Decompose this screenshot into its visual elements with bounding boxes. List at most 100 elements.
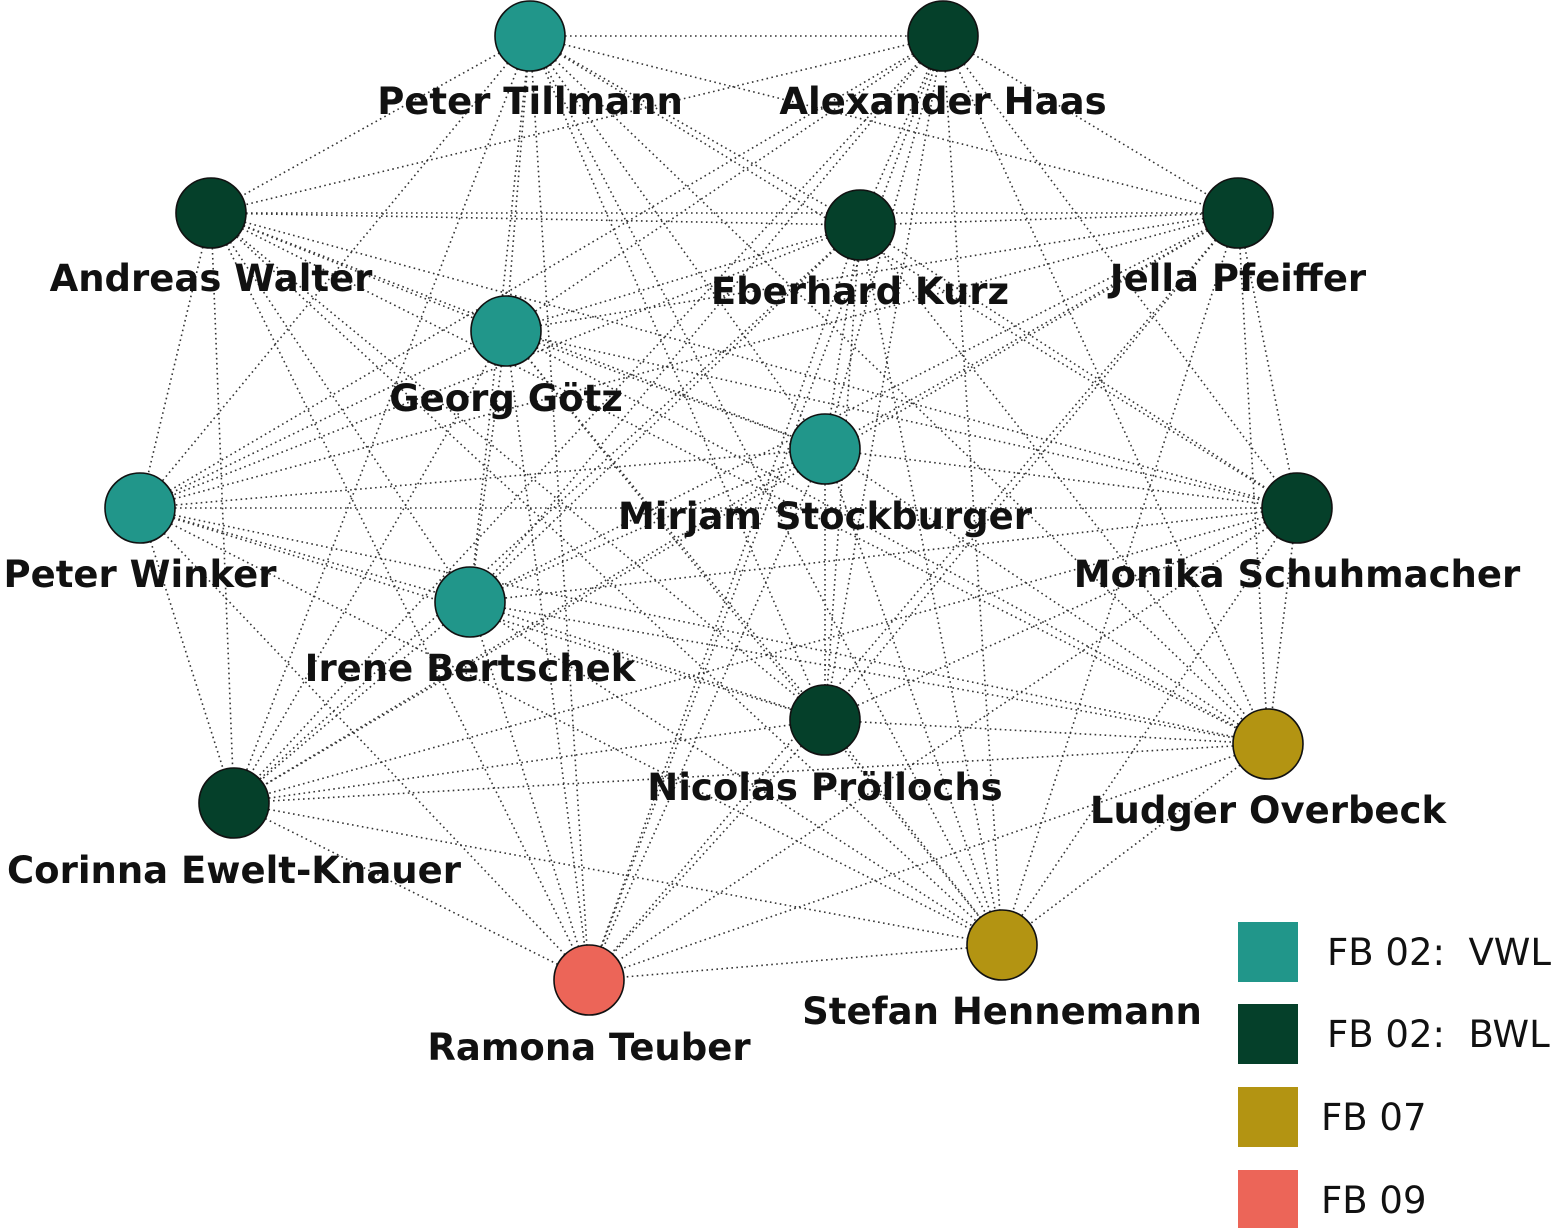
- edge-tillmann-schuhmacher: [529, 35, 1298, 509]
- node-ewelt: [198, 767, 270, 839]
- node-label-schuhmacher: Monika Schuhmacher: [1074, 553, 1521, 596]
- edge-goetz-teuber: [505, 330, 590, 981]
- edge-kurz-overbeck: [859, 224, 1269, 745]
- legend-label-fb07: FB 07: [1321, 1096, 1427, 1139]
- edge-stockburger-teuber: [588, 448, 826, 981]
- edge-tillmann-winker: [139, 35, 531, 509]
- edge-goetz-stockburger: [505, 330, 826, 450]
- edge-ewelt-teuber: [233, 802, 590, 981]
- node-label-ewelt: Corinna Ewelt-Knauer: [7, 849, 462, 892]
- node-layer: [104, 0, 1333, 1016]
- node-label-stockburger: Mirjam Stockburger: [618, 495, 1033, 538]
- edge-hennemann-teuber: [588, 944, 1003, 981]
- node-pfeiffer: [1202, 177, 1274, 249]
- edge-pfeiffer-overbeck: [1237, 212, 1269, 745]
- edge-schuhmacher-bertschek: [469, 507, 1298, 603]
- legend: FB 02: VWL FB 02: BWL FB 07 FB 09: [1238, 922, 1551, 1228]
- edge-layer: [139, 35, 1298, 981]
- node-winker: [104, 472, 176, 544]
- legend-swatch-vwl: [1238, 922, 1298, 982]
- edge-kurz-pfeiffer: [859, 212, 1239, 226]
- edge-tillmann-ewelt: [233, 35, 531, 804]
- node-label-haas: Alexander Haas: [779, 80, 1106, 123]
- edge-walter-winker: [139, 212, 212, 509]
- node-kurz: [824, 189, 896, 261]
- node-overbeck: [1232, 708, 1304, 780]
- edge-haas-ewelt: [233, 35, 944, 804]
- edge-proellochs-teuber: [588, 719, 826, 981]
- node-label-goetz: Georg Götz: [389, 377, 623, 420]
- legend-label-fb09: FB 09: [1321, 1179, 1427, 1222]
- edge-tillmann-overbeck: [529, 35, 1269, 745]
- edge-stockburger-schuhmacher: [824, 448, 1298, 509]
- edge-kurz-schuhmacher: [859, 224, 1298, 509]
- node-teuber: [553, 944, 625, 1016]
- edge-winker-overbeck: [139, 507, 1269, 745]
- node-bertschek: [434, 566, 506, 638]
- node-haas: [907, 0, 979, 72]
- edge-goetz-proellochs: [505, 330, 826, 721]
- edge-ewelt-hennemann: [233, 802, 1003, 946]
- edge-kurz-bertschek: [469, 224, 861, 603]
- edge-haas-teuber: [588, 35, 944, 981]
- edge-schuhmacher-ewelt: [233, 507, 1298, 804]
- node-label-winker: Peter Winker: [4, 553, 278, 596]
- edge-haas-pfeiffer: [942, 35, 1239, 214]
- legend-swatch-fb07: [1238, 1087, 1298, 1147]
- edge-kurz-goetz: [505, 224, 861, 332]
- node-label-walter: Andreas Walter: [50, 257, 374, 300]
- node-label-pfeiffer: Jella Pfeiffer: [1107, 257, 1367, 300]
- edge-kurz-hennemann: [859, 224, 1003, 946]
- edge-bertschek-hennemann: [469, 601, 1003, 946]
- edge-stockburger-overbeck: [824, 448, 1269, 745]
- node-tillmann: [494, 0, 566, 72]
- edge-pfeiffer-ewelt: [233, 212, 1239, 804]
- edge-bertschek-teuber: [469, 601, 590, 981]
- edge-pfeiffer-stockburger: [824, 212, 1239, 450]
- node-label-overbeck: Ludger Overbeck: [1090, 789, 1448, 832]
- edge-haas-winker: [139, 35, 944, 509]
- edge-walter-overbeck: [210, 212, 1269, 745]
- node-label-proellochs: Nicolas Pröllochs: [647, 766, 1002, 809]
- edge-pfeiffer-bertschek: [469, 212, 1239, 603]
- edge-walter-kurz: [210, 212, 861, 226]
- edge-winker-teuber: [139, 507, 590, 981]
- edge-winker-bertschek: [139, 507, 471, 603]
- edge-pfeiffer-teuber: [588, 212, 1239, 981]
- edge-bertschek-overbeck: [469, 601, 1269, 745]
- edge-tillmann-hennemann: [529, 35, 1003, 946]
- edge-goetz-hennemann: [505, 330, 1003, 946]
- edge-schuhmacher-teuber: [588, 507, 1298, 981]
- node-label-kurz: Eberhard Kurz: [711, 270, 1009, 313]
- edge-walter-ewelt: [210, 212, 235, 804]
- edge-haas-schuhmacher: [942, 35, 1298, 509]
- edge-kurz-ewelt: [233, 224, 861, 804]
- edge-kurz-teuber: [588, 224, 861, 981]
- edge-schuhmacher-proellochs: [824, 507, 1298, 721]
- edge-haas-walter: [210, 35, 944, 214]
- edge-goetz-schuhmacher: [505, 330, 1298, 509]
- edge-tillmann-kurz: [529, 35, 861, 226]
- legend-label-bwl: FB 02: BWL: [1327, 1013, 1550, 1056]
- edge-bertschek-ewelt: [233, 601, 471, 804]
- edge-goetz-bertschek: [469, 330, 507, 603]
- edge-overbeck-hennemann: [1001, 743, 1269, 946]
- legend-label-vwl: FB 02: VWL: [1327, 931, 1551, 974]
- node-walter: [175, 177, 247, 249]
- edge-goetz-ewelt: [233, 330, 507, 804]
- node-schuhmacher: [1261, 472, 1333, 544]
- node-stockburger: [789, 413, 861, 485]
- node-goetz: [470, 295, 542, 367]
- edge-tillmann-walter: [210, 35, 531, 214]
- edge-walter-hennemann: [210, 212, 1003, 946]
- edge-pfeiffer-goetz: [505, 212, 1239, 332]
- edge-proellochs-overbeck: [824, 719, 1269, 745]
- edge-haas-hennemann: [942, 35, 1003, 946]
- node-hennemann: [966, 909, 1038, 981]
- edge-winker-hennemann: [139, 507, 1003, 946]
- legend-swatch-bwl: [1238, 1004, 1298, 1064]
- edge-pfeiffer-schuhmacher: [1237, 212, 1298, 509]
- node-label-teuber: Ramona Teuber: [427, 1026, 751, 1069]
